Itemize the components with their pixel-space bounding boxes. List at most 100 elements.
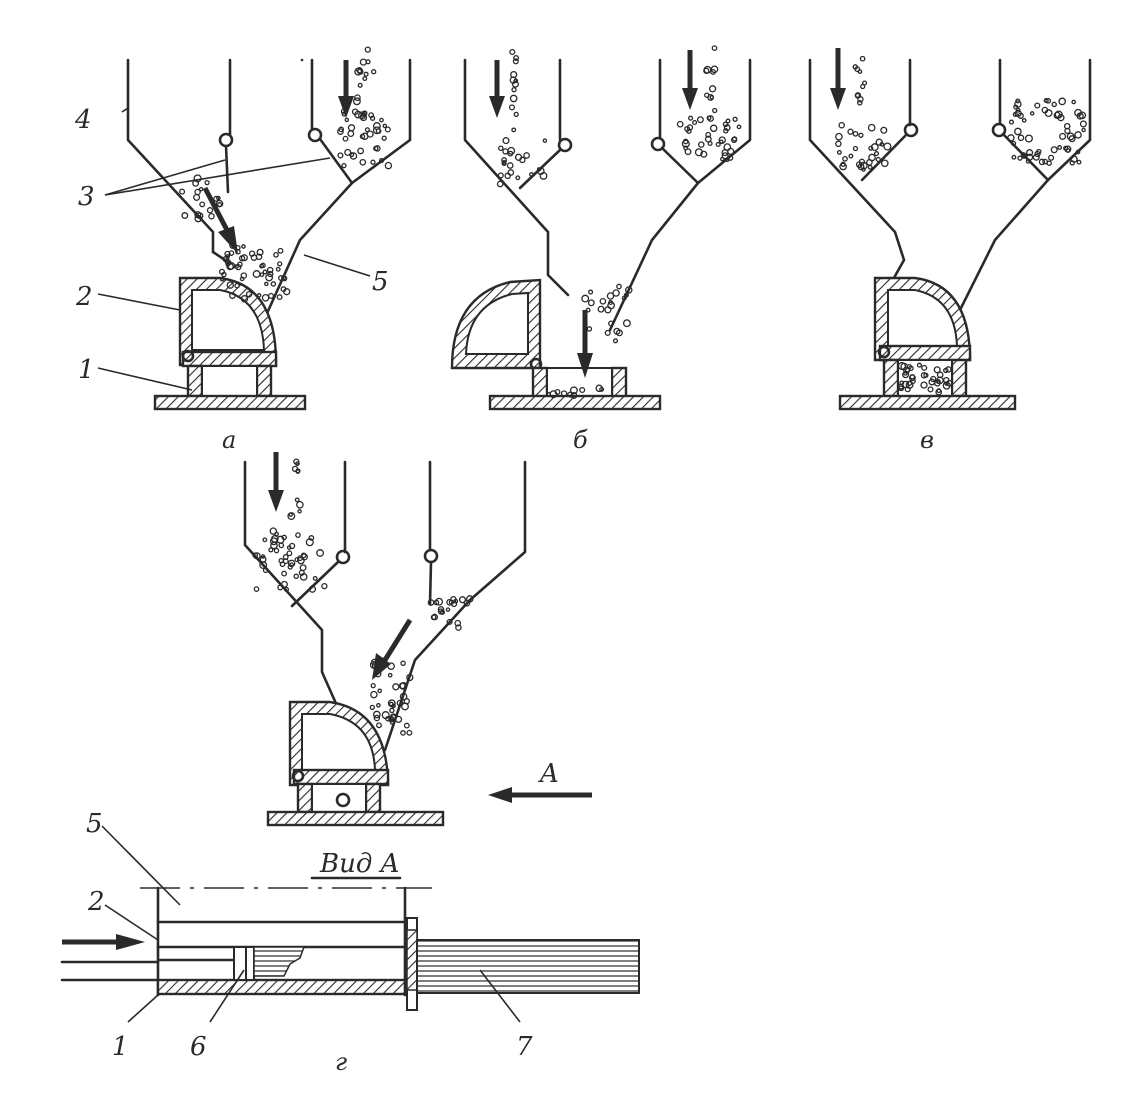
grain — [529, 172, 534, 177]
grain — [228, 250, 235, 256]
grain — [880, 159, 889, 168]
grain — [427, 599, 435, 606]
grain — [502, 148, 509, 155]
grain — [604, 306, 612, 314]
grain — [344, 148, 352, 156]
grain — [935, 379, 941, 385]
grain — [608, 299, 614, 306]
grain — [916, 362, 922, 368]
grain — [1011, 154, 1017, 160]
grain — [599, 386, 605, 392]
housing-bottom — [156, 978, 408, 996]
grain — [711, 45, 718, 51]
grain — [599, 297, 607, 305]
grain — [262, 269, 268, 275]
grain — [273, 251, 279, 258]
grain — [384, 161, 393, 170]
grain — [337, 152, 344, 159]
grain — [382, 123, 388, 129]
grain — [608, 320, 615, 327]
grain — [880, 126, 888, 134]
grain — [372, 122, 381, 130]
grain — [240, 254, 248, 262]
grain — [340, 108, 348, 115]
grain — [388, 701, 394, 707]
grain — [1064, 127, 1071, 135]
grain — [588, 289, 594, 295]
grain — [283, 288, 291, 296]
grain — [206, 207, 214, 214]
grain — [676, 120, 684, 128]
grain — [446, 598, 453, 606]
grain — [684, 125, 691, 133]
grain — [936, 371, 944, 379]
grain — [581, 294, 590, 303]
grain — [264, 281, 269, 287]
grain — [241, 244, 246, 249]
grain — [431, 613, 439, 621]
grain — [347, 130, 355, 138]
grain — [370, 159, 376, 165]
chamber-1 — [181, 349, 278, 398]
grain — [256, 293, 262, 298]
grain — [873, 151, 880, 157]
grain — [721, 152, 729, 160]
grain — [208, 212, 215, 220]
grain — [399, 692, 408, 701]
grain — [852, 64, 859, 70]
grain — [501, 159, 507, 165]
grain — [400, 660, 406, 667]
grain — [1020, 152, 1028, 159]
grain — [213, 195, 220, 202]
grain — [361, 132, 369, 141]
grain — [252, 552, 259, 559]
grain — [513, 111, 519, 118]
grain — [857, 100, 863, 106]
grain — [942, 381, 951, 390]
grain — [277, 247, 284, 254]
grain — [1054, 110, 1063, 119]
grain — [406, 729, 413, 736]
grain — [684, 148, 692, 156]
label-5-g: 5 — [86, 809, 103, 839]
grain — [275, 266, 281, 272]
grain — [510, 70, 518, 79]
grain — [378, 158, 385, 164]
grain — [1069, 160, 1075, 166]
rotor-g — [288, 700, 390, 787]
label-5-a: 5 — [372, 267, 389, 297]
grain — [848, 153, 854, 159]
grain — [262, 537, 268, 543]
grain — [400, 730, 406, 736]
grain — [245, 290, 253, 298]
grain — [229, 292, 236, 299]
grain — [278, 275, 284, 281]
grain — [229, 241, 237, 249]
grain — [466, 595, 474, 603]
piston-6 — [233, 946, 306, 981]
grain — [513, 55, 520, 61]
grain — [403, 722, 410, 729]
grain — [265, 273, 274, 282]
grain — [904, 386, 911, 393]
grain — [218, 268, 226, 275]
grain — [1017, 155, 1023, 161]
grain — [362, 76, 368, 82]
grain — [1017, 134, 1025, 142]
grain — [359, 158, 367, 166]
base-plate-b — [488, 394, 662, 411]
grain — [718, 139, 724, 145]
grain — [504, 172, 511, 180]
grain — [688, 115, 694, 121]
grains-b — [496, 45, 742, 400]
grain — [359, 58, 368, 66]
grain — [1026, 149, 1034, 157]
grain — [523, 152, 530, 159]
grain — [277, 584, 284, 591]
grain — [612, 289, 620, 297]
grain — [293, 573, 299, 580]
grain — [836, 149, 842, 155]
grain — [1068, 135, 1076, 143]
grain — [867, 123, 876, 132]
grain — [458, 596, 467, 604]
